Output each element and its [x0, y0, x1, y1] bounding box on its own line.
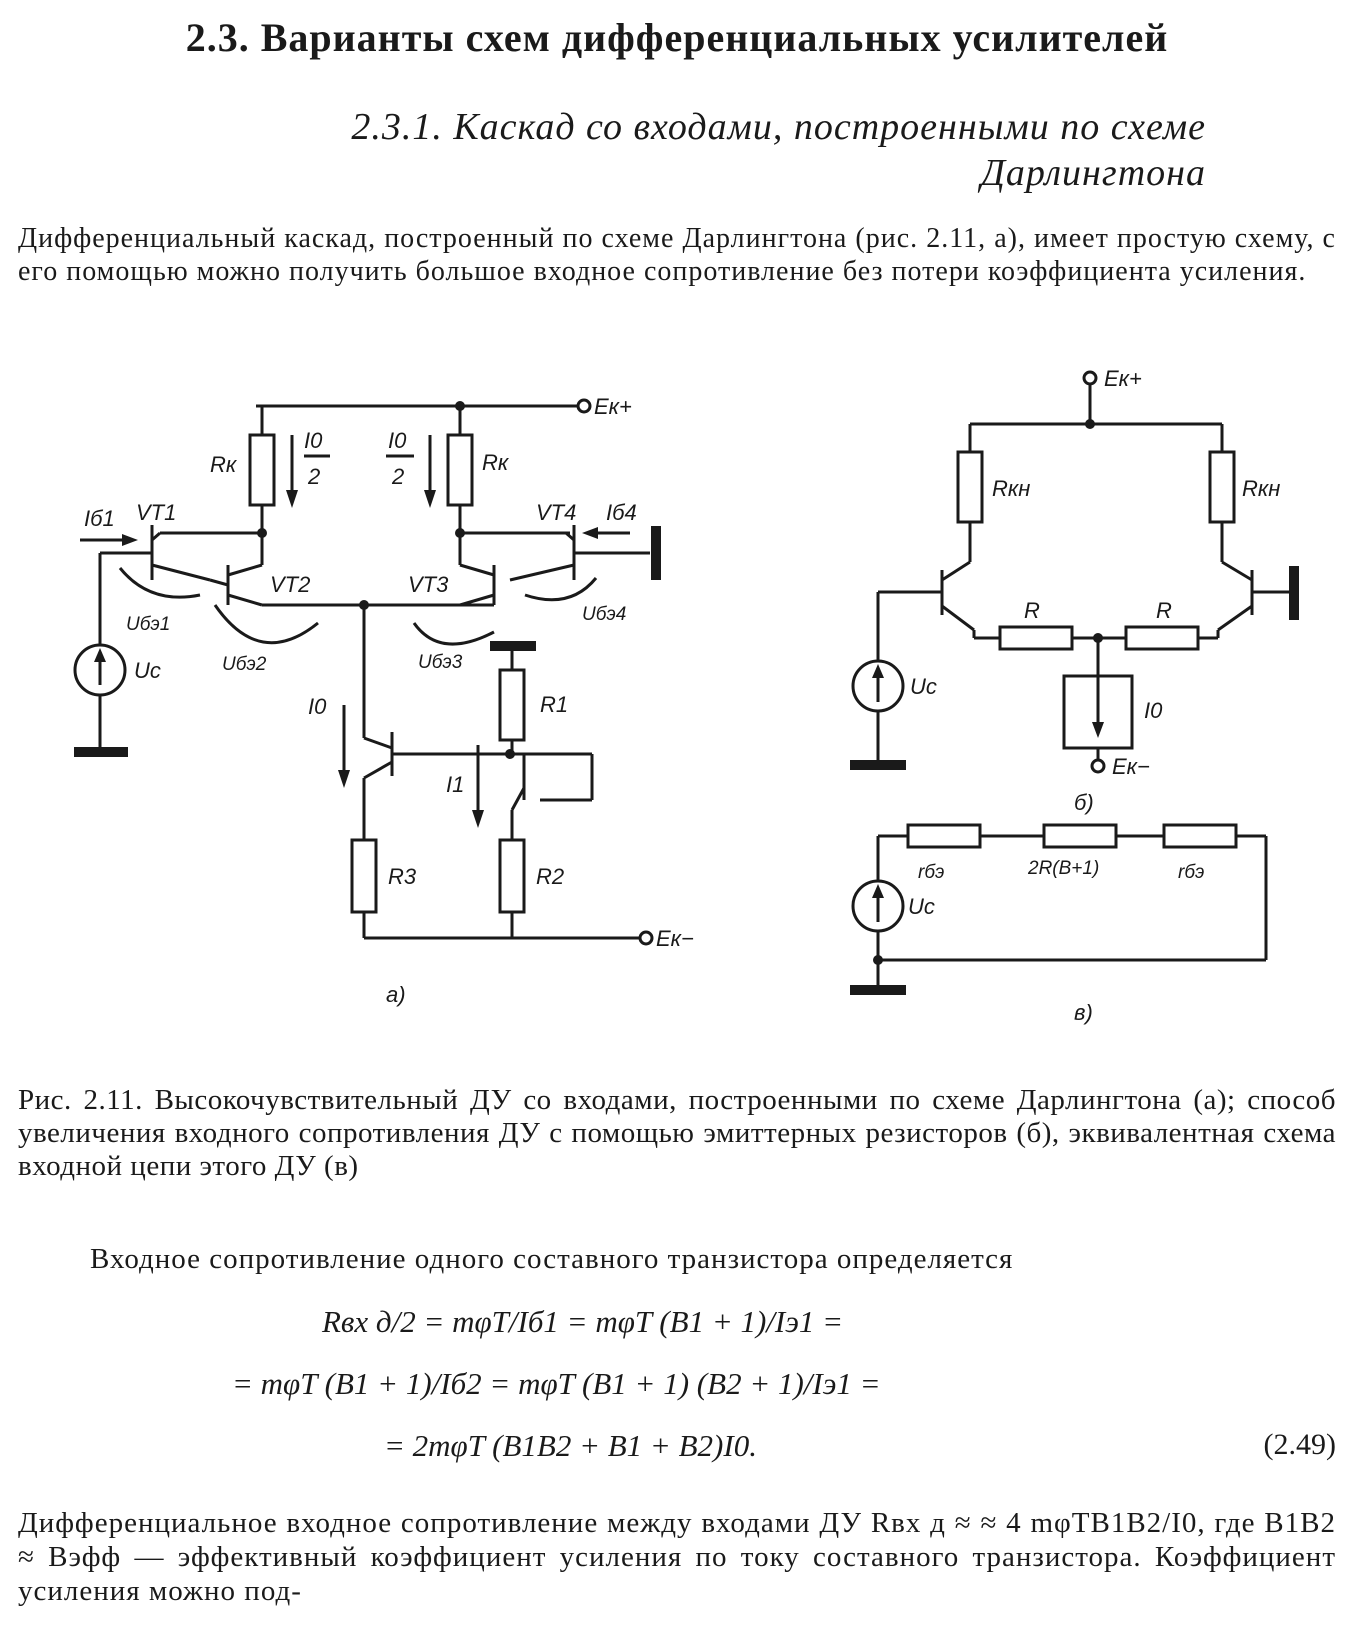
a-ib4: Iб4 [606, 500, 637, 525]
a-label: а) [386, 982, 406, 1007]
figure-caption: Рис. 2.11. Высокочувствительный ДУ со вх… [18, 1084, 1336, 1182]
formula-line-2: = mφT (B1 + 1)/Iб2 = mφT (B1 + 1) (B2 + … [232, 1366, 881, 1401]
a-ube3: Uбэ3 [418, 652, 463, 673]
a-vt3: VT3 [408, 572, 449, 597]
section-title: 2.3. Варианты схем дифференциальных усил… [185, 15, 1169, 60]
intro-paragraph: Дифференциальный каскад, построенный по … [18, 223, 1336, 287]
formula-line-3: = 2mφT (B1B2 + B1 + B2)I0. [384, 1428, 757, 1463]
diagram-c: rбэ 2R(B+1) rбэ Uс в) [850, 823, 1268, 1025]
b-ek-minus: Eк− [1112, 754, 1150, 779]
b-r-right: R [1156, 598, 1172, 623]
a-vt2: VT2 [270, 572, 310, 597]
a-r3: R3 [388, 864, 417, 889]
b-r-left: R [1024, 598, 1040, 623]
c-label: в) [1074, 1000, 1093, 1025]
a-i1: I1 [446, 772, 464, 797]
b-uc: Uс [910, 674, 937, 699]
figure-2-11: Eк+ Eк− Rк Rк I0 2 I0 2 Iб1 VT1 VT2 VT3 … [73, 366, 1299, 1025]
b-rk-right: Rкн [1242, 476, 1280, 501]
b-rk-left: Rкн [992, 476, 1030, 501]
diagram-a: Eк+ Eк− Rк Rк I0 2 I0 2 Iб1 VT1 VT2 VT3 … [73, 394, 694, 1007]
formula-line-1: Rвх д/2 = mφT/Iб1 = mφT (B1 + 1)/Iэ1 = [322, 1304, 844, 1339]
a-i0-half-right-den: 2 [391, 464, 404, 489]
c-r-mid: 2R(B+1) [1027, 858, 1099, 879]
a-vt4: VT4 [536, 500, 576, 525]
a-ube2: Uбэ2 [222, 654, 267, 675]
a-i0-half-left-den: 2 [307, 464, 320, 489]
a-ube1: Uбэ1 [126, 614, 170, 635]
c-r-be-left: rбэ [918, 862, 944, 883]
b-i0: I0 [1144, 698, 1163, 723]
c-uc: Uс [908, 894, 935, 919]
c-r-be-right: rбэ [1178, 862, 1204, 883]
b-label: б) [1074, 790, 1094, 815]
subsection-title-line1: 2.3.1. Каскад со входами, построенными п… [351, 106, 1206, 148]
subsection-title-line2: Дарлингтона [980, 152, 1206, 194]
subsection-title: 2.3.1. Каскад со входами, построенными п… [351, 104, 1206, 196]
a-i0: I0 [308, 694, 327, 719]
a-ib1: Iб1 [84, 506, 115, 531]
equation-number: (2.49) [1263, 1428, 1336, 1461]
a-rk-left: Rк [210, 452, 238, 477]
a-i0-half-left-num: I0 [304, 428, 323, 453]
a-r1: R1 [540, 692, 568, 717]
diagram-b: Eк+ Eк− Rкн Rкн R R Uс I0 б) [850, 366, 1299, 815]
a-ek-plus: Eк+ [594, 394, 632, 419]
final-paragraph: Дифференциальное входное сопротивление м… [18, 1507, 1336, 1607]
a-ube4: Uбэ4 [582, 604, 626, 625]
a-r2: R2 [536, 864, 564, 889]
a-rk-right: Rк [482, 450, 510, 475]
a-i0-half-right-num: I0 [388, 428, 407, 453]
formula-intro: Входное сопротивление одного составного … [90, 1243, 1014, 1275]
b-ek-plus: Eк+ [1104, 366, 1142, 391]
a-vt1: VT1 [136, 500, 176, 525]
a-ek-minus: Eк− [656, 926, 694, 951]
a-uc: Uс [134, 658, 161, 683]
